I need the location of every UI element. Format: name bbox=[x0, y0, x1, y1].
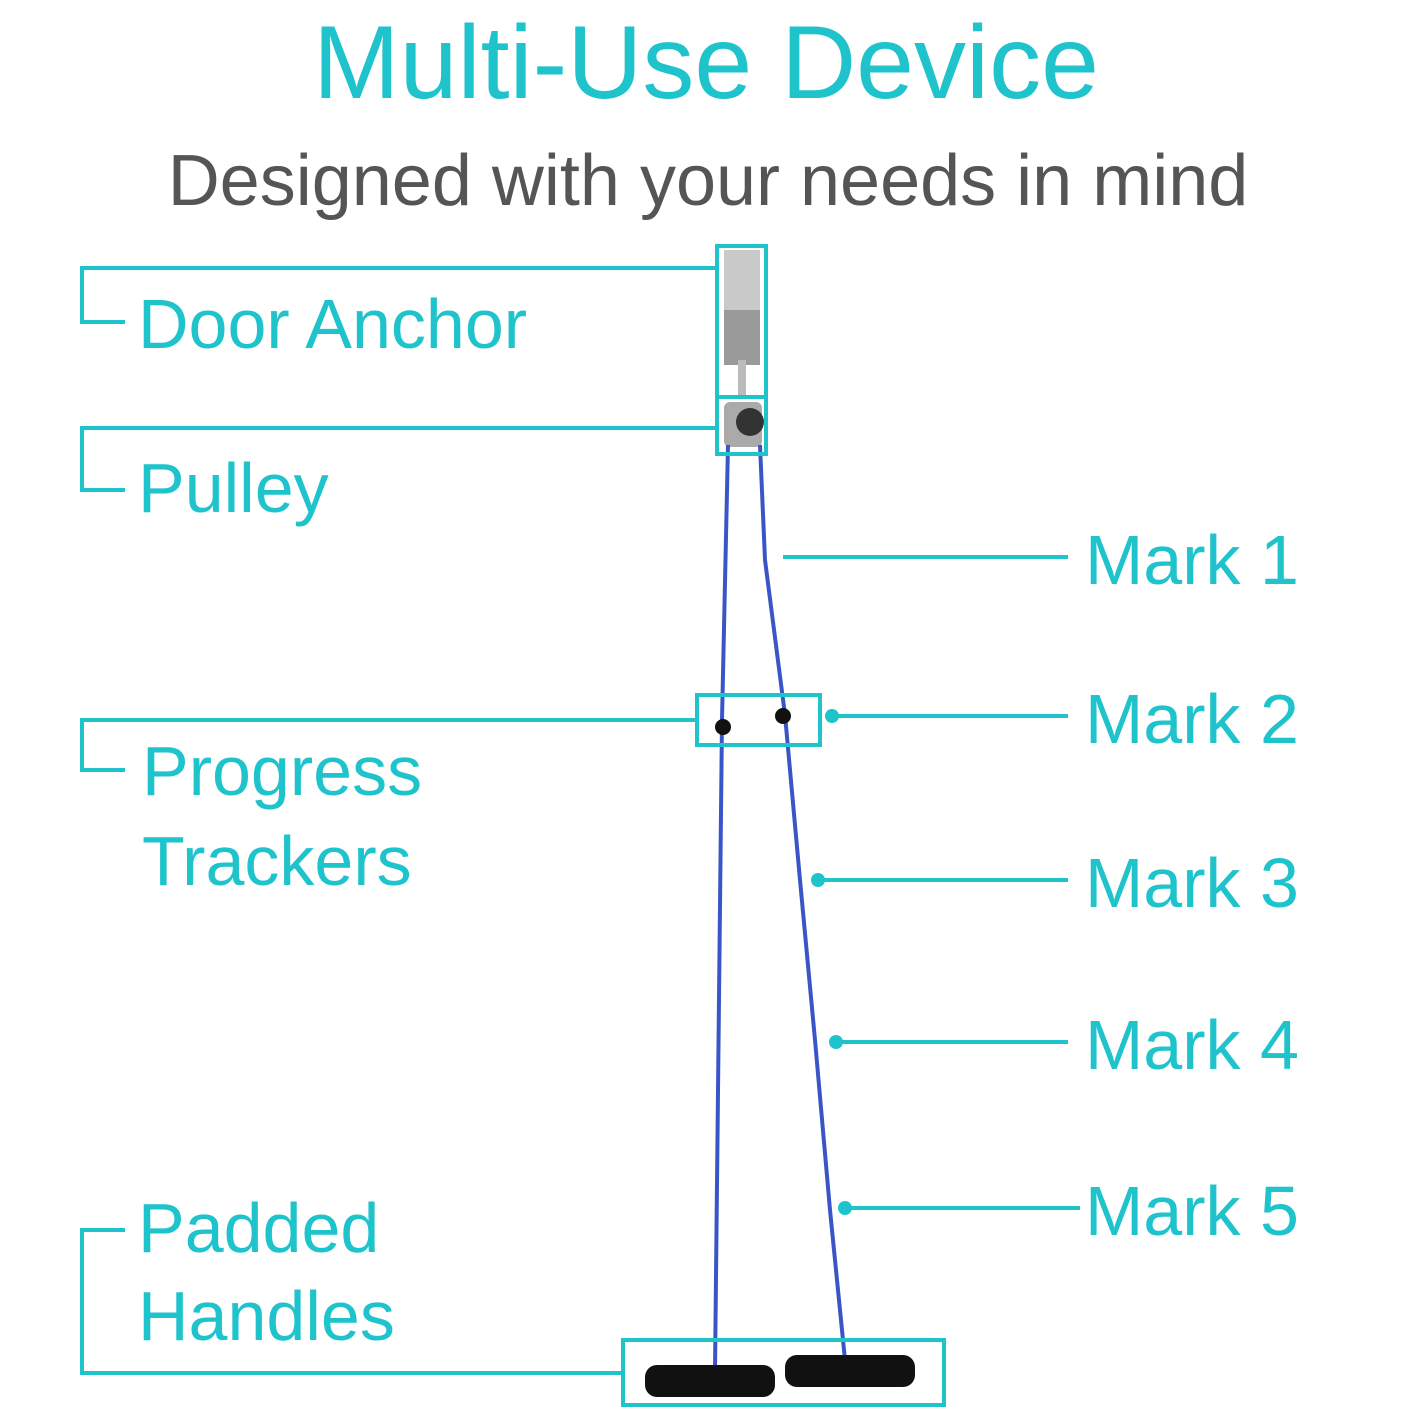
label-mark-1: Mark 1 bbox=[1085, 521, 1299, 599]
label-progress-line1: Progress bbox=[142, 732, 422, 810]
label-padded-line1: Padded bbox=[138, 1189, 379, 1267]
handle-left bbox=[645, 1365, 775, 1397]
label-padded-line2: Handles bbox=[138, 1277, 395, 1355]
pulley-image bbox=[724, 402, 764, 447]
progress-tracker-right bbox=[775, 708, 791, 724]
door-anchor-image bbox=[724, 250, 760, 395]
mark-dots bbox=[811, 709, 852, 1215]
label-mark-2: Mark 2 bbox=[1085, 680, 1299, 758]
callout-lines bbox=[80, 244, 1080, 1407]
label-mark-4: Mark 4 bbox=[1085, 1006, 1299, 1084]
rope bbox=[713, 444, 847, 1371]
label-mark-5: Mark 5 bbox=[1085, 1172, 1299, 1250]
subtitle: Designed with your needs in mind bbox=[168, 141, 1249, 221]
progress-tracker-left bbox=[715, 719, 731, 735]
label-progress-line2: Trackers bbox=[142, 822, 412, 900]
title: Multi-Use Device bbox=[313, 5, 1099, 121]
handle-right bbox=[785, 1355, 915, 1387]
label-mark-3: Mark 3 bbox=[1085, 844, 1299, 922]
label-door-anchor: Door Anchor bbox=[138, 285, 527, 363]
label-pulley: Pulley bbox=[138, 449, 329, 527]
